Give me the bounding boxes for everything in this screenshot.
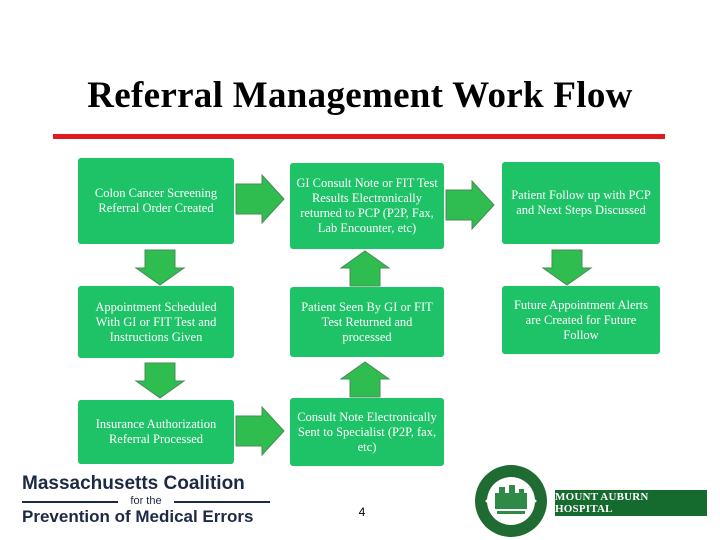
box-label: Insurance Authorization Referral Process… [95, 417, 217, 446]
coalition-logo-line3: Prevention of Medical Errors [22, 507, 254, 526]
box-label: Patient Seen By GI or FIT Test Returned … [301, 299, 433, 344]
coalition-logo-for-the: for the [130, 495, 162, 507]
patient-seen-box: Patient Seen By GI or FIT Test Returned … [290, 287, 444, 357]
coalition-logo: Massachusetts Coalition for the Preventi… [22, 473, 270, 527]
arrow-right-icon [235, 173, 285, 225]
appointment-scheduled-box: Appointment Scheduled With GI or FIT Tes… [78, 286, 234, 358]
arrow-up-icon [339, 361, 391, 398]
hospital-seal-icon [475, 465, 547, 537]
arrow-down-icon [134, 362, 186, 399]
arrow-up-icon [339, 250, 391, 287]
colon-cancer-screening-box: Colon Cancer Screening Referral Order Cr… [78, 158, 234, 244]
box-label: Future Appointment Alerts are Created fo… [513, 297, 649, 342]
gi-consult-note-box: GI Consult Note or FIT Test Results Elec… [290, 163, 444, 249]
future-appointment-box: Future Appointment Alerts are Created fo… [502, 286, 660, 354]
coalition-logo-line1: Massachusetts Coalition [22, 473, 245, 494]
hospital-name: MOUNT AUBURN HOSPITAL [555, 490, 707, 516]
arrow-right-icon [235, 405, 285, 457]
coalition-logo-line2: for the [22, 495, 270, 507]
box-label: GI Consult Note or FIT Test Results Elec… [296, 176, 438, 235]
logo-rule [174, 501, 270, 503]
box-label: Colon Cancer Screening Referral Order Cr… [94, 186, 218, 215]
page-title: Referral Management Work Flow [87, 75, 633, 116]
insurance-authorization-box: Insurance Authorization Referral Process… [78, 400, 234, 464]
arrow-right-icon [445, 179, 495, 231]
page-number: 4 [358, 505, 366, 519]
patient-follow-up-box: Patient Follow up with PCP and Next Step… [502, 162, 660, 244]
box-label: Consult Note Electronically Sent to Spec… [297, 409, 437, 454]
title-underline [53, 134, 665, 139]
arrow-down-icon [134, 249, 186, 286]
box-label: Patient Follow up with PCP and Next Step… [511, 188, 651, 217]
consult-note-sent-box: Consult Note Electronically Sent to Spec… [290, 398, 444, 466]
arrow-down-icon [541, 249, 593, 286]
box-label: Appointment Scheduled With GI or FIT Tes… [95, 299, 217, 344]
logo-rule [22, 501, 118, 503]
